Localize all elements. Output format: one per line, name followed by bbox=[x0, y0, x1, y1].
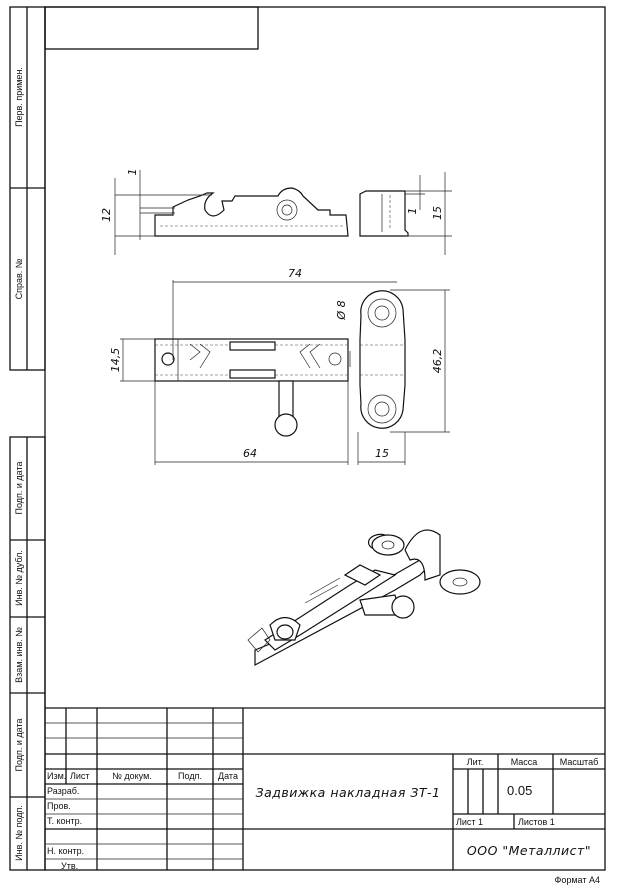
format-label: Формат А4 bbox=[555, 875, 600, 885]
dim-side-bracket-height: 15 bbox=[431, 206, 444, 220]
dim-bracket-width: 15 bbox=[375, 447, 389, 460]
dim-bar-width: 14,5 bbox=[109, 348, 122, 373]
header-list: Лист bbox=[70, 771, 90, 781]
left-strip-bottom: Подп. и дата Инв. № дубл. Взам. инв. № П… bbox=[9, 436, 46, 871]
header-sign: Подп. bbox=[178, 771, 202, 781]
dim-bracket-height: 46,2 bbox=[431, 349, 444, 374]
role-t-kontr: Т. контр. bbox=[47, 816, 82, 826]
header-date: Дата bbox=[218, 771, 238, 781]
label-inv-podp: Инв. № подп. bbox=[14, 805, 24, 861]
dim-side-height: 12 bbox=[100, 208, 113, 222]
label-sprav-no: Справ. № bbox=[14, 258, 24, 299]
label-inv-dubl: Инв. № дубл. bbox=[14, 550, 24, 606]
drawing-title: Задвижка накладная ЗТ-1 bbox=[256, 785, 441, 800]
dim-bar-length: 64 bbox=[243, 447, 257, 460]
company-name: ООО "Металлист" bbox=[467, 843, 591, 858]
title-block: Изм. Лист № докум. Подп. Дата Разраб. Пр… bbox=[45, 707, 605, 885]
top-view: 74 64 15 46,2 14,5 Ø 8 bbox=[109, 267, 450, 465]
dim-hole-diameter: Ø 8 bbox=[335, 300, 348, 320]
dim-side-thickness-left: 1 bbox=[126, 169, 139, 176]
mass-value: 0.05 bbox=[507, 783, 532, 798]
mass-label: Масса bbox=[511, 757, 538, 767]
lit-label: Лит. bbox=[467, 757, 484, 767]
scale-label: Масштаб bbox=[560, 757, 599, 767]
role-n-kontr: Н. контр. bbox=[47, 846, 84, 856]
sheet-number: Лист 1 bbox=[456, 817, 483, 827]
drawing-frame bbox=[44, 6, 606, 871]
label-vzam-inv: Взам. инв. № bbox=[14, 627, 24, 683]
sheet-count: Листов 1 bbox=[518, 817, 555, 827]
top-left-box bbox=[44, 6, 259, 50]
label-podp-data-1: Подп. и дата bbox=[14, 461, 24, 514]
left-strip-top: Перв. примен. Справ. № bbox=[9, 6, 46, 371]
label-podp-data-2: Подп. и дата bbox=[14, 718, 24, 771]
role-razrab: Разраб. bbox=[47, 786, 79, 796]
dim-overall-length: 74 bbox=[288, 267, 302, 280]
label-perv-primen: Перв. примен. bbox=[14, 67, 24, 127]
header-izm: Изм. bbox=[47, 771, 66, 781]
dim-side-thickness-right: 1 bbox=[406, 208, 419, 215]
side-view: 12 1 1 15 bbox=[100, 169, 452, 255]
header-doc-no: № докум. bbox=[112, 771, 152, 781]
isometric-view bbox=[247, 529, 481, 667]
role-prov: Пров. bbox=[47, 801, 71, 811]
role-utv: Утв. bbox=[61, 861, 78, 871]
